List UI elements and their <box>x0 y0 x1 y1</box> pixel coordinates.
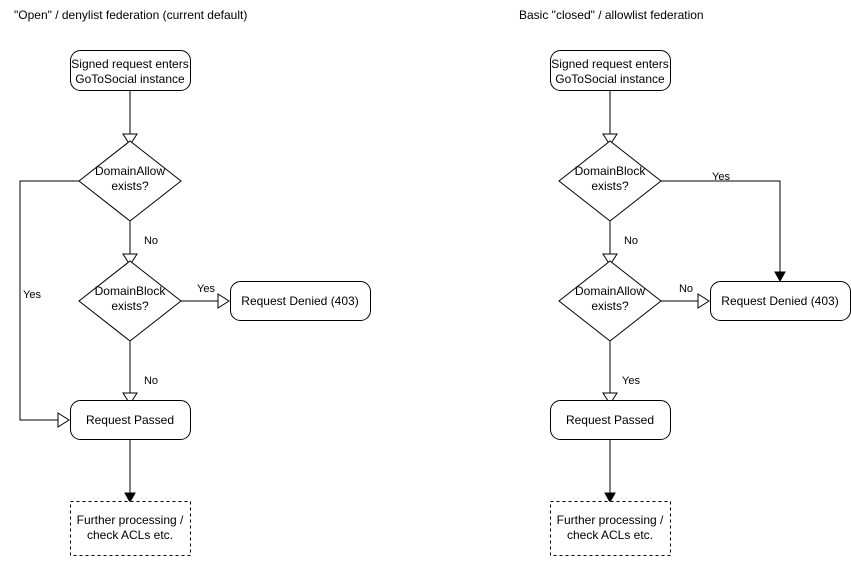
node-label-line1: Signed request enters <box>71 57 188 71</box>
node-label-line1: DomainBlock <box>575 164 647 178</box>
arrowhead-solid-icon <box>124 492 136 504</box>
node-signed-request-enters-left: Signed request enters GoToSocial instanc… <box>70 50 191 91</box>
node-shape-dashed-rect <box>70 501 191 556</box>
node-label-line1: Further processing / <box>557 513 664 527</box>
panel-title-allowlist: Basic "closed" / allowlist federation <box>519 8 704 22</box>
edge-passed-to-further-left <box>124 440 136 504</box>
panel-title-denylist: "Open" / denylist federation (current de… <box>14 8 247 22</box>
node-label-request-passed: Request Passed <box>86 413 174 427</box>
node-further-processing-right: Further processing / check ACLs etc. <box>550 501 671 556</box>
panel-allowlist-federation: Basic "closed" / allowlist federation Si… <box>519 8 851 556</box>
node-shape-rounded-rect <box>70 400 191 440</box>
node-label-line2: exists? <box>111 179 149 193</box>
edge-domainblock-no-to-domainallow-right: No <box>602 221 638 266</box>
arrowhead-solid-icon <box>774 271 786 283</box>
node-decision-domainallow-right: DomainAllow exists? <box>558 260 662 342</box>
node-request-passed-right: Request Passed <box>550 400 671 440</box>
edge-domainblock-yes-to-denied-left: Yes <box>181 283 230 309</box>
edge-domainallow-yes-to-passed-left: Yes <box>19 180 79 428</box>
arrowhead-open-icon <box>602 133 618 146</box>
arrowhead-open-icon <box>122 253 138 266</box>
node-label-line2: exists? <box>591 179 629 193</box>
node-request-passed-left: Request Passed <box>70 400 191 440</box>
arrowhead-open-icon <box>697 293 710 309</box>
edge-start-to-domainallow-left <box>122 90 138 146</box>
node-shape-rounded-rect <box>550 400 671 440</box>
node-signed-request-enters-right: Signed request enters GoToSocial instanc… <box>550 50 671 91</box>
edge-label-no: No <box>679 283 693 295</box>
node-label-request-denied: Request Denied (403) <box>241 294 358 308</box>
edge-domainblock-yes-to-denied-right: Yes <box>661 171 786 283</box>
edge-label-yes: Yes <box>23 289 41 301</box>
arrowhead-open-icon <box>57 412 70 428</box>
edge-domainblock-no-to-passed-left: No <box>122 341 158 405</box>
node-shape-dashed-rect <box>550 501 671 556</box>
node-label-line1: DomainAllow <box>95 164 165 178</box>
arrowhead-open-icon <box>217 293 230 309</box>
node-label-line1: Further processing / <box>77 513 184 527</box>
edge-start-to-domainblock-right <box>602 90 618 146</box>
arrowhead-open-icon <box>602 392 618 405</box>
edge-domainallow-no-to-domainblock-left: No <box>122 221 158 266</box>
node-decision-domainblock-right: DomainBlock exists? <box>558 140 662 222</box>
edge-domainallow-no-to-denied-right: No <box>661 283 710 309</box>
node-label-line1: DomainBlock <box>95 284 167 298</box>
edge-label-yes: Yes <box>712 171 730 183</box>
panel-denylist-federation: "Open" / denylist federation (current de… <box>14 8 371 556</box>
node-label-line2: check ACLs etc. <box>87 528 173 542</box>
arrowhead-open-icon <box>602 253 618 266</box>
edge-label-no: No <box>624 235 638 247</box>
node-label-line1: Signed request enters <box>551 57 668 71</box>
node-label-request-denied: Request Denied (403) <box>721 294 838 308</box>
node-request-denied-left: Request Denied (403) <box>230 281 371 321</box>
node-label-line2: exists? <box>111 299 149 313</box>
edge-passed-to-further-right <box>604 440 616 504</box>
node-shape-rounded-rect <box>230 281 371 321</box>
arrowhead-open-icon <box>122 133 138 146</box>
node-decision-domainallow-left: DomainAllow exists? <box>78 140 182 222</box>
node-label-line2: GoToSocial instance <box>75 72 185 86</box>
node-label-line1: DomainAllow <box>575 284 645 298</box>
edge-domainallow-yes-to-passed-right: Yes <box>602 341 640 405</box>
arrowhead-open-icon <box>122 392 138 405</box>
edge-label-yes: Yes <box>197 283 215 295</box>
node-label-line2: check ACLs etc. <box>567 528 653 542</box>
node-decision-domainblock-left: DomainBlock exists? <box>78 260 182 342</box>
edge-label-no: No <box>144 235 158 247</box>
arrowhead-solid-icon <box>604 492 616 504</box>
node-request-denied-right: Request Denied (403) <box>710 281 851 321</box>
edge-label-yes: Yes <box>622 375 640 387</box>
node-further-processing-left: Further processing / check ACLs etc. <box>70 501 191 556</box>
node-label-request-passed: Request Passed <box>566 413 654 427</box>
node-label-line2: exists? <box>591 299 629 313</box>
node-label-line2: GoToSocial instance <box>555 72 665 86</box>
edge-label-no: No <box>144 375 158 387</box>
